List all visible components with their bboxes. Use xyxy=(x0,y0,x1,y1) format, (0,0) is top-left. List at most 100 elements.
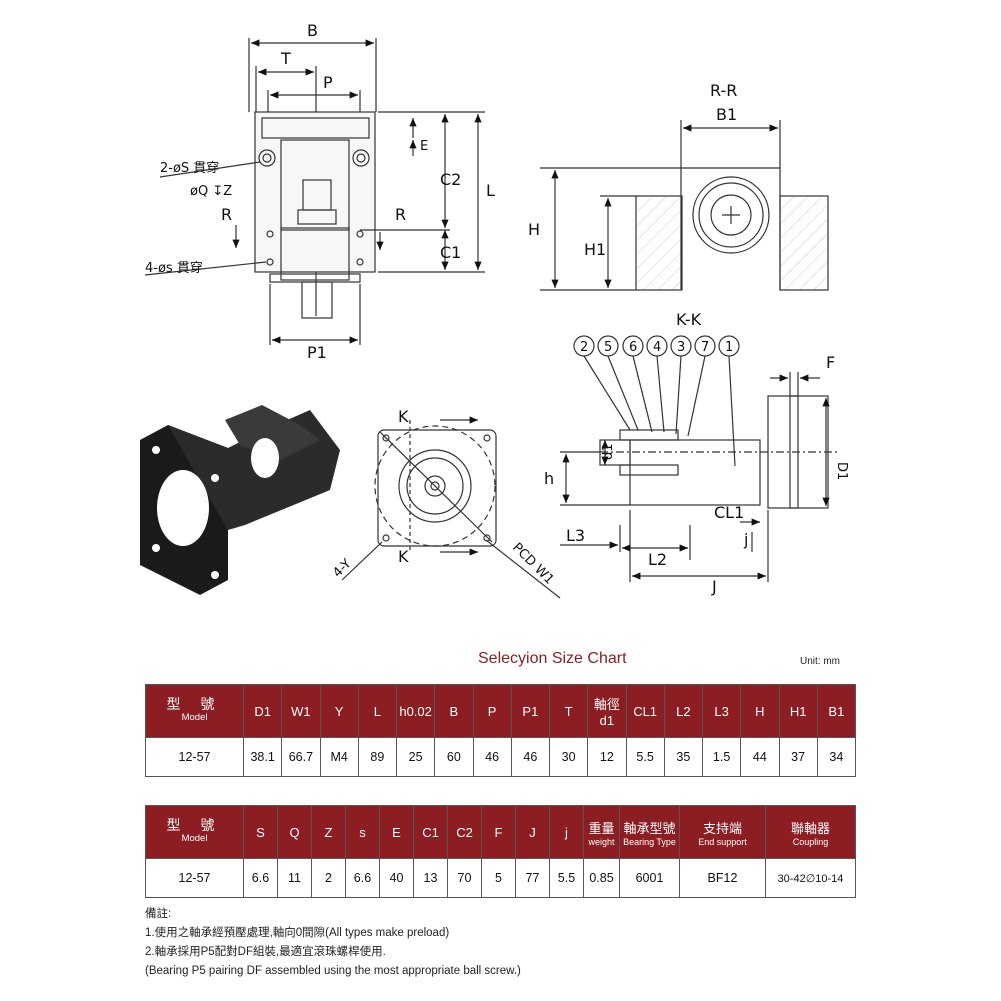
dim-C2: C2 xyxy=(440,170,461,189)
col-header: C1 xyxy=(413,805,448,859)
col-header: CL1 xyxy=(625,684,665,738)
part-balloons xyxy=(573,335,740,357)
table-cell: 60 xyxy=(434,737,474,777)
dim-j: j xyxy=(743,530,748,549)
note-line: (Bearing P5 pairing DF assembled using t… xyxy=(145,965,521,977)
table-cell: 5.5 xyxy=(549,858,584,898)
end-view xyxy=(341,416,561,599)
section-RR-label: R-R xyxy=(710,81,737,100)
hole-note-2-S: 2-øS 貫穿 xyxy=(160,160,219,176)
col-header: j xyxy=(549,805,584,859)
label-4-Y: 4-Y xyxy=(330,556,354,580)
section-KK-label: K-K xyxy=(676,310,702,329)
dim-L: L xyxy=(486,181,495,200)
table-cell: 6001 xyxy=(619,858,680,898)
col-header: P1 xyxy=(510,684,551,738)
chart-title: Selecyion Size Chart xyxy=(478,650,627,667)
dim-h: h xyxy=(544,469,554,488)
col-header: L3 xyxy=(701,684,742,738)
table-cell: 6.6 xyxy=(243,858,278,898)
col-header: C2 xyxy=(447,805,482,859)
col-header: F xyxy=(481,805,516,859)
table-cell: 2 xyxy=(311,858,346,898)
col-header: H xyxy=(740,684,780,738)
table-row: 12-57 6.6 11 2 6.6 40 13 70 5 77 5.5 0.8… xyxy=(145,858,856,898)
table-cell: 44 xyxy=(740,737,780,777)
dim-E: E xyxy=(420,139,428,154)
dim-C1: C1 xyxy=(440,243,461,262)
balloon-label: 3 xyxy=(677,340,685,355)
col-header: L2 xyxy=(663,684,704,738)
table-cell: 37 xyxy=(778,737,818,777)
dim-P1: P1 xyxy=(307,343,327,362)
table-cell: 46 xyxy=(472,737,512,777)
dim-H: H xyxy=(528,220,540,239)
table-cell: 77 xyxy=(515,858,550,898)
dim-L2: L2 xyxy=(648,550,667,569)
table-cell: 66.7 xyxy=(281,737,321,777)
col-header: B xyxy=(434,684,474,738)
balloon-label: 2 xyxy=(580,340,588,355)
dim-B1: B1 xyxy=(716,105,737,124)
col-header: L xyxy=(357,684,398,738)
section-kk-view xyxy=(560,355,840,582)
col-header: B1 xyxy=(816,684,857,738)
table-cell: 89 xyxy=(357,737,398,777)
col-header: h0.02 xyxy=(395,684,436,738)
dim-L3: L3 xyxy=(566,526,585,545)
col-header: D1 xyxy=(242,684,283,738)
col-header: Z xyxy=(311,805,346,859)
table-cell: 30 xyxy=(548,737,589,777)
table-cell: M4 xyxy=(319,737,359,777)
table-cell: 5.5 xyxy=(625,737,665,777)
col-header: J xyxy=(515,805,550,859)
table-cell: 13 xyxy=(413,858,448,898)
front-view xyxy=(144,38,485,345)
table-cell: 12-57 xyxy=(145,858,244,898)
note-line: 1.使用之軸承經預壓處理,軸向0間隙(All types make preloa… xyxy=(145,927,450,939)
section-R-right: R xyxy=(395,205,406,224)
table-cell: 35 xyxy=(663,737,704,777)
table-cell: 6.6 xyxy=(345,858,380,898)
table-cell: BF12 xyxy=(679,858,766,898)
section-K-top: K xyxy=(398,407,409,426)
table-cell: 12-57 xyxy=(145,737,244,777)
balloon-label: 4 xyxy=(653,340,661,355)
unit-label: Unit: mm xyxy=(800,656,840,667)
hole-note-4-s: 4-øs 貫穿 xyxy=(145,260,203,276)
balloon-label: 6 xyxy=(629,340,637,355)
balloon-label: 5 xyxy=(604,340,612,355)
dim-d1: d1 xyxy=(601,443,616,460)
col-header: H1 xyxy=(778,684,818,738)
dim-H1: H1 xyxy=(584,240,606,259)
table-cell: 30-42∅10-14 xyxy=(765,858,856,898)
dim-J: J xyxy=(711,577,717,596)
dim-D1: D1 xyxy=(834,462,849,480)
table-cell: 38.1 xyxy=(242,737,283,777)
col-header: 軸徑d1 xyxy=(587,684,627,738)
col-header: T xyxy=(548,684,589,738)
col-header: P xyxy=(472,684,512,738)
table-cell: 5 xyxy=(481,858,516,898)
dim-P: P xyxy=(323,73,333,92)
balloon-label: 1 xyxy=(725,340,733,355)
section-K-bottom: K xyxy=(398,547,409,566)
dim-F: F xyxy=(826,353,835,372)
hole-note-Q: øQ ↧Z xyxy=(190,184,232,199)
note-line: 2.軸承採用P5配對DF組裝,最適宜滾珠螺桿使用. xyxy=(145,946,386,958)
table-cell: 0.85 xyxy=(583,858,620,898)
table-cell: 70 xyxy=(447,858,482,898)
table-row: 12-57 38.1 66.7 M4 89 25 60 46 46 30 12 … xyxy=(145,737,857,777)
isometric-3d-view xyxy=(140,405,340,595)
table-cell: 12 xyxy=(587,737,627,777)
